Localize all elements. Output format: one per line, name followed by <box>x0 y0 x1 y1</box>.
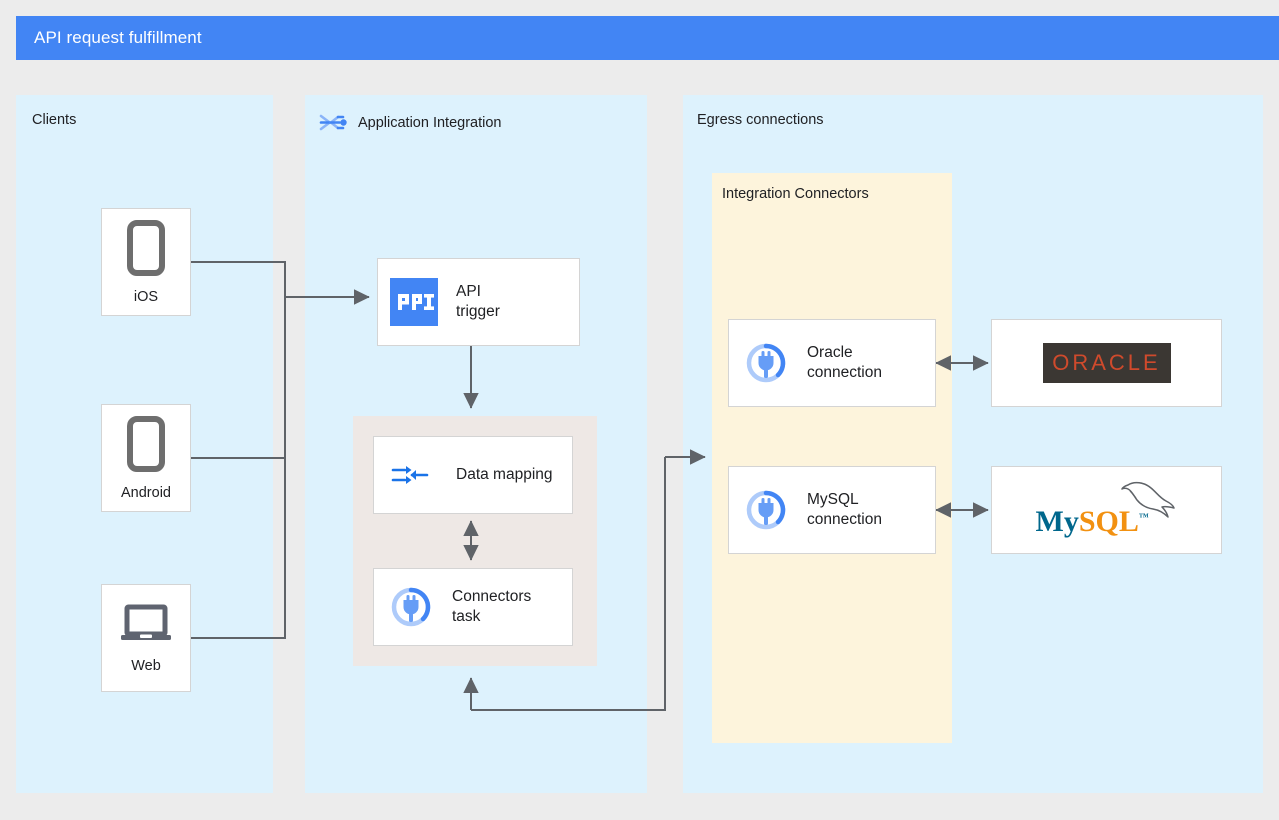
mysql-logo-trademark: ™ <box>1138 512 1149 523</box>
page-title: API request fulfillment <box>34 28 202 47</box>
laptop-icon <box>119 603 173 650</box>
backend-mysql[interactable]: MySQL™ <box>991 466 1222 554</box>
panel-egress-label: Egress connections <box>697 112 824 128</box>
node-label: MySQL connection <box>807 490 882 528</box>
client-label: iOS <box>133 288 159 305</box>
mysql-logo-text-my: My <box>1035 505 1079 538</box>
mobile-phone-icon <box>127 219 165 281</box>
mysql-logo: MySQL™ <box>1032 479 1182 541</box>
node-api-trigger[interactable]: API trigger <box>377 258 580 346</box>
client-card-android[interactable]: Android <box>101 404 191 512</box>
mysql-logo-text: MySQL™ <box>1036 505 1149 539</box>
node-label: Oracle connection <box>807 343 882 381</box>
mobile-phone-icon <box>127 415 165 477</box>
oracle-logo: ORACLE <box>1042 343 1171 383</box>
client-label: Android <box>121 484 171 501</box>
node-label: Connectors task <box>452 587 532 625</box>
connectors-plug-icon <box>745 342 787 384</box>
connectors-plug-icon <box>745 489 787 531</box>
node-oracle-connection[interactable]: Oracle connection <box>728 319 936 407</box>
application-integration-icon <box>318 110 348 136</box>
node-label: Data mapping <box>456 465 553 483</box>
client-card-ios[interactable]: iOS <box>101 208 191 316</box>
node-mysql-connection[interactable]: MySQL connection <box>728 466 936 554</box>
node-connectors-task[interactable]: Connectors task <box>373 568 573 646</box>
client-label: Web <box>131 657 161 674</box>
panel-application-integration-label: Application Integration <box>358 115 502 131</box>
mysql-logo-text-sql: SQL <box>1078 505 1139 538</box>
backend-oracle[interactable]: ORACLE <box>991 319 1222 407</box>
diagram-header: API request fulfillment <box>16 16 1279 60</box>
client-card-web[interactable]: Web <box>101 584 191 692</box>
data-mapping-icon <box>390 461 430 489</box>
node-data-mapping[interactable]: Data mapping <box>373 436 573 514</box>
panel-integration-connectors-label: Integration Connectors <box>722 186 869 202</box>
panel-clients-label: Clients <box>32 112 77 128</box>
dolphin-icon <box>1104 479 1176 528</box>
api-trigger-icon <box>390 278 438 326</box>
panel-application-integration-header: Application Integration <box>318 110 502 136</box>
node-label: API trigger <box>456 282 500 320</box>
connectors-plug-icon <box>390 586 432 628</box>
oracle-logo-text: ORACLE <box>1052 350 1161 375</box>
panel-integration-connectors <box>712 173 952 743</box>
